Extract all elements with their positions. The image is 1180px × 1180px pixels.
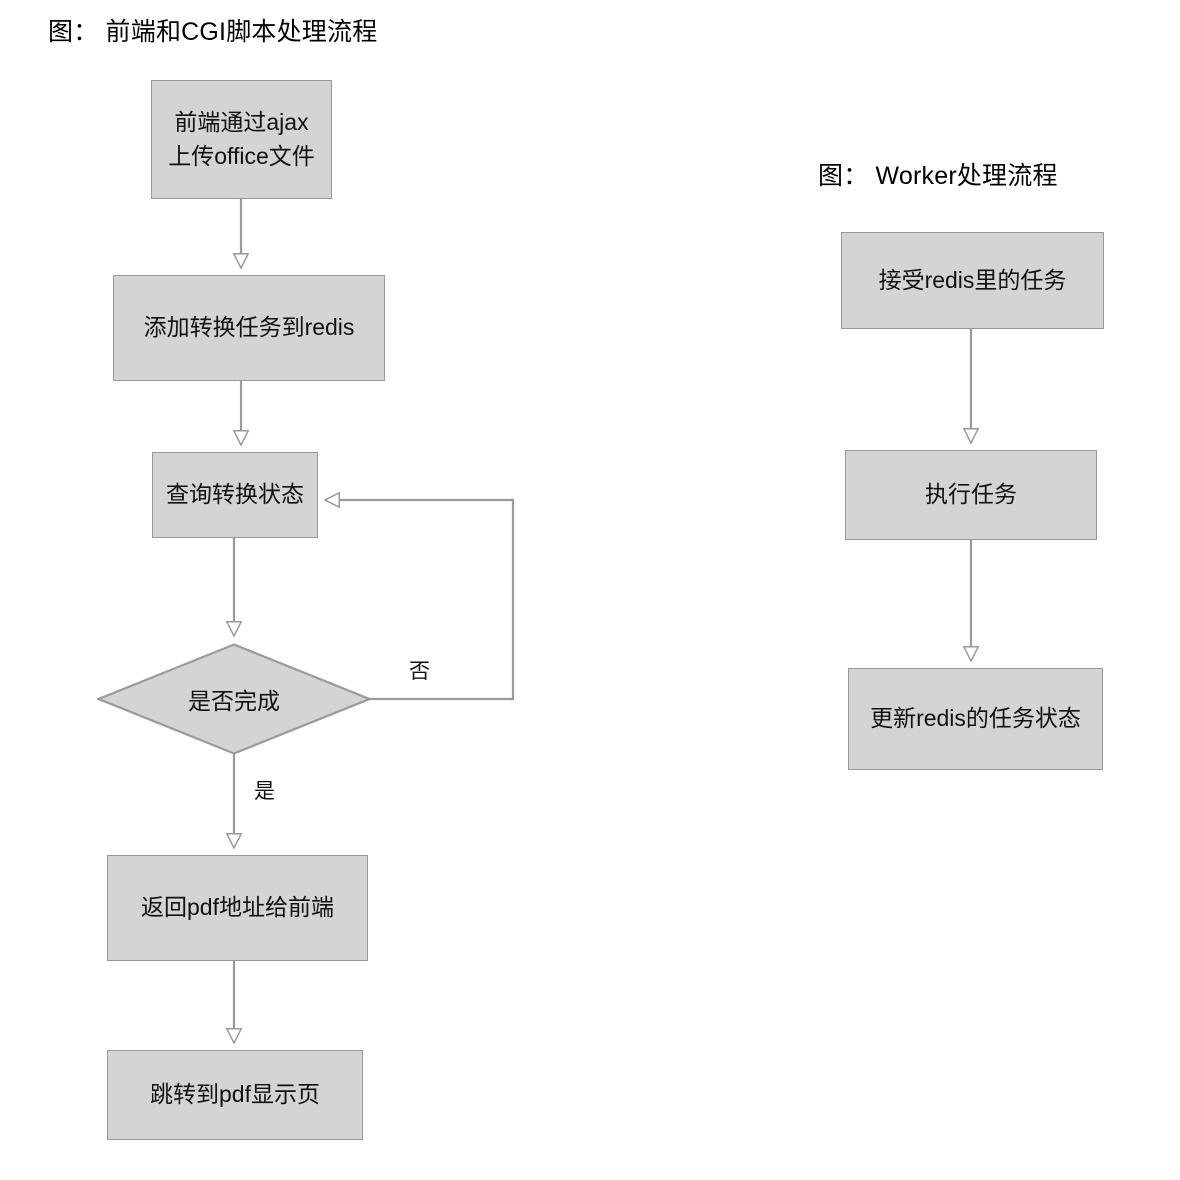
node-run-task[interactable]: 执行任务 bbox=[845, 450, 1097, 540]
edge-is-done-to-query-no bbox=[325, 500, 515, 701]
node-query[interactable]: 查询转换状态 bbox=[152, 452, 318, 538]
edge-label-no: 否 bbox=[409, 660, 430, 683]
node-accept-task[interactable]: 接受redis里的任务 bbox=[841, 232, 1104, 329]
frontend-cgi-diagram-title: 图： 前端和CGI脚本处理流程 bbox=[48, 18, 378, 46]
node-add-task[interactable]: 添加转换任务到redis bbox=[113, 275, 385, 381]
node-upload[interactable]: 前端通过ajax 上传office文件 bbox=[151, 80, 332, 199]
node-update-task[interactable]: 更新redis的任务状态 bbox=[848, 668, 1103, 770]
node-is-done[interactable]: 是否完成 bbox=[95, 643, 373, 755]
node-goto-pdf[interactable]: 跳转到pdf显示页 bbox=[107, 1050, 363, 1140]
edge-label-yes: 是 bbox=[254, 780, 275, 803]
node-return-pdf[interactable]: 返回pdf地址给前端 bbox=[107, 855, 368, 961]
diamond-shape bbox=[95, 643, 373, 755]
worker-diagram-title: 图： Worker处理流程 bbox=[818, 162, 1058, 190]
